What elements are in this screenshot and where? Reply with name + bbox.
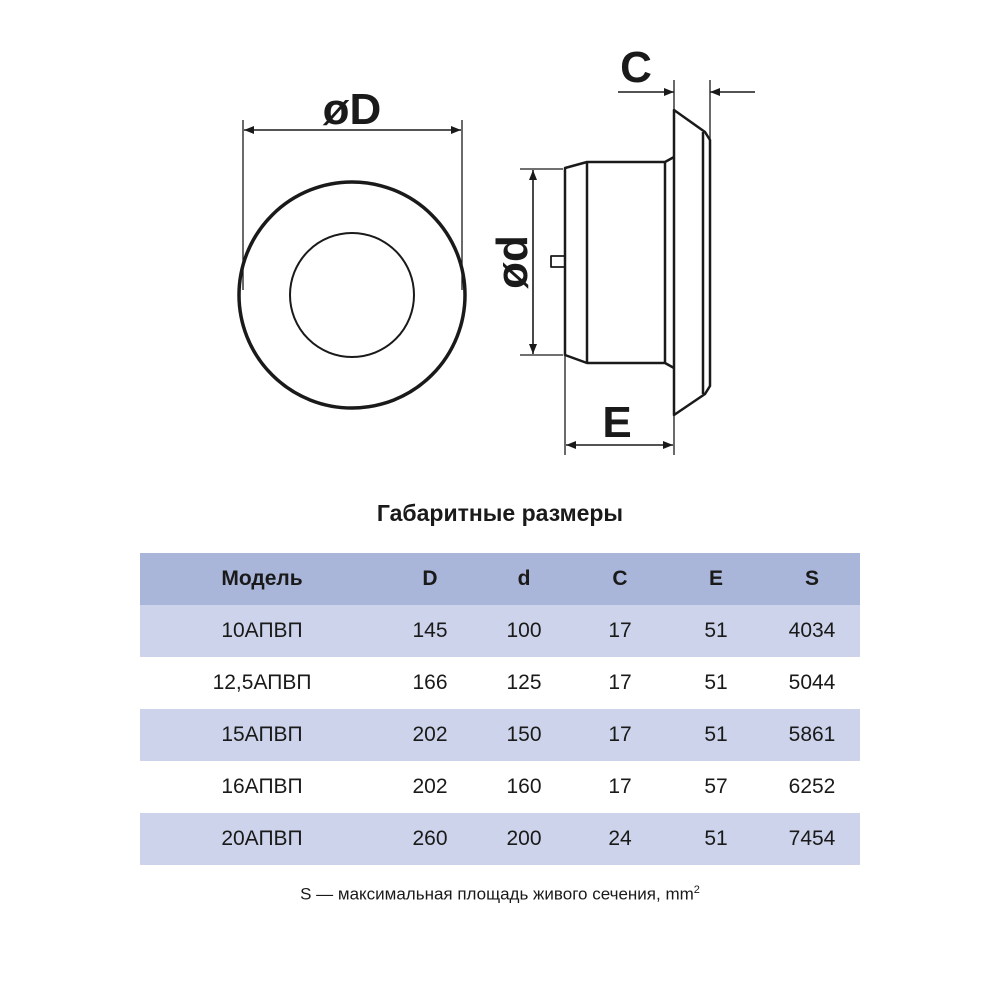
table-cell: 100 xyxy=(506,619,542,642)
header-cell: Модель xyxy=(221,567,303,590)
table-cell: 200 xyxy=(506,827,542,850)
table-row: 12,5АПВП 166 125 17 51 5044 xyxy=(140,657,860,709)
table-cell: 160 xyxy=(506,775,542,798)
table-cell: 202 xyxy=(412,723,448,746)
table-cell: 166 xyxy=(412,671,448,694)
inner-circle xyxy=(289,232,415,358)
table-cell: 51 xyxy=(704,723,728,746)
technical-drawing: øD C E ød xyxy=(237,43,755,455)
table-cell: 15АПВП xyxy=(221,723,303,746)
table-cell: 20АПВП xyxy=(221,827,303,850)
header-cell: E xyxy=(708,567,723,590)
table-cell: 17 xyxy=(608,775,632,798)
outer-circle xyxy=(237,180,467,410)
table-cell: 5044 xyxy=(788,671,836,694)
table-cell: 145 xyxy=(412,619,448,642)
table-title: Габаритные размеры xyxy=(376,500,624,526)
footnote-text: S — максимальная площадь живого сечения,… xyxy=(300,884,694,904)
footnote-superscript: 2 xyxy=(693,884,700,896)
table-cell: 51 xyxy=(704,619,728,642)
label-C: C xyxy=(620,43,652,92)
header-cell: C xyxy=(612,567,628,590)
table-cell: 51 xyxy=(704,671,728,694)
dimensions-table: Модель D d C E S 10АПВП 145 100 17 51 4034 12,… xyxy=(140,553,860,865)
table-cell: 6252 xyxy=(788,775,836,798)
table-cell: 202 xyxy=(412,775,448,798)
table-cell: 17 xyxy=(608,723,632,746)
table-row: 15АПВП 202 150 17 51 5861 xyxy=(140,709,860,761)
table-cell: 57 xyxy=(704,775,728,798)
table-cell: 17 xyxy=(608,619,632,642)
front-view xyxy=(237,120,467,410)
table-cell: 17 xyxy=(608,671,632,694)
footnote: S — максимальная площадь живого сечения,… xyxy=(0,884,1000,905)
table-cell: 7454 xyxy=(788,827,836,850)
table-cell: 150 xyxy=(506,723,542,746)
header-cell: d xyxy=(517,567,531,590)
table-row: 10АПВП 145 100 17 51 4034 xyxy=(140,605,860,657)
header-cell: D xyxy=(422,567,438,590)
label-d: ød xyxy=(488,235,537,289)
label-D: øD xyxy=(323,85,382,134)
label-E: E xyxy=(602,398,631,447)
table-row: 20АПВП 260 200 24 51 7454 xyxy=(140,813,860,865)
table-cell: 16АПВП xyxy=(221,775,303,798)
table-cell: 10АПВП xyxy=(221,619,303,642)
table-cell: 5861 xyxy=(788,723,836,746)
table-cell: 125 xyxy=(506,671,542,694)
table-header: Модель D d C E S xyxy=(140,553,860,605)
table-cell: 51 xyxy=(704,827,728,850)
side-view xyxy=(550,108,712,417)
header-cell: S xyxy=(804,567,819,590)
table-cell: 260 xyxy=(412,827,448,850)
table-cell: 12,5АПВП xyxy=(212,671,312,694)
table-cell: 4034 xyxy=(788,619,836,642)
table-row: 16АПВП 202 160 17 57 6252 xyxy=(140,761,860,813)
table-cell: 24 xyxy=(608,827,632,850)
